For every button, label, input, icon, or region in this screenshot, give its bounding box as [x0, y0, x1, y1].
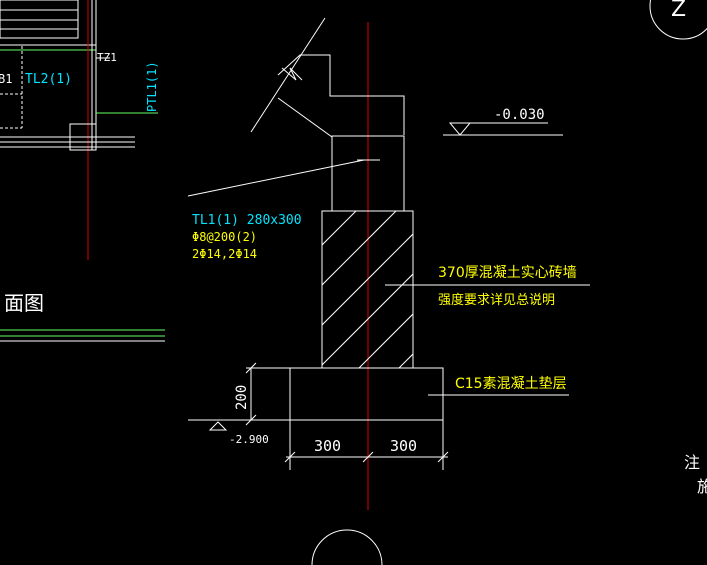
slab-outline	[277, 54, 405, 135]
left-section-label: 面图	[4, 291, 44, 315]
left-ptl-label: PTL1(1)	[145, 61, 159, 112]
left-b1-label: B1	[0, 72, 12, 86]
left-tl2-label: TL2(1)	[25, 72, 72, 87]
bedding-note: C15素混凝土垫层	[455, 376, 567, 392]
dim-left-value: 300	[314, 437, 341, 455]
axis-bubble-label: Z	[671, 0, 686, 22]
beam-rebar: 2Φ14,2Φ14	[192, 247, 257, 261]
left-tz1-label: TZ1	[97, 51, 117, 64]
axis-bubble-bottom	[311, 529, 383, 565]
axis-bubble-top	[649, 0, 707, 40]
right-partial-view: Z 注 施	[649, 0, 707, 496]
beam-name: TL1(1) 280x300	[192, 213, 302, 228]
width-dimensions: 300 300	[284, 420, 449, 470]
height-dimension: 200	[234, 362, 290, 426]
dim-right-value: 300	[390, 437, 417, 455]
right-note-2: 施	[697, 477, 707, 496]
top-elevation-value: -0.030	[494, 107, 545, 123]
bottom-elevation-value: -2.900	[229, 433, 269, 446]
top-elevation-marker: -0.030	[443, 107, 563, 136]
wall-note-line2: 强度要求详见总说明	[438, 292, 555, 308]
wall-note-line1: 370厚混凝土实心砖墙	[438, 265, 577, 281]
break-line	[281, 67, 303, 81]
beam-stirrup: Φ8@200(2)	[192, 230, 257, 244]
beam-leader	[187, 159, 365, 197]
right-note-1: 注	[684, 453, 700, 472]
dim-height-value: 200	[234, 385, 250, 410]
bottom-elevation-marker: -2.900	[188, 419, 290, 446]
wall-section-detail: -0.030 370厚混凝土实心砖墙 强度要求详见总说明 C15素混凝土垫层 T…	[187, 17, 590, 565]
left-partial-view: B1 TL2(1) TZ1 PTL1(1) 面图	[0, 0, 165, 342]
concrete-bedding	[289, 367, 444, 421]
